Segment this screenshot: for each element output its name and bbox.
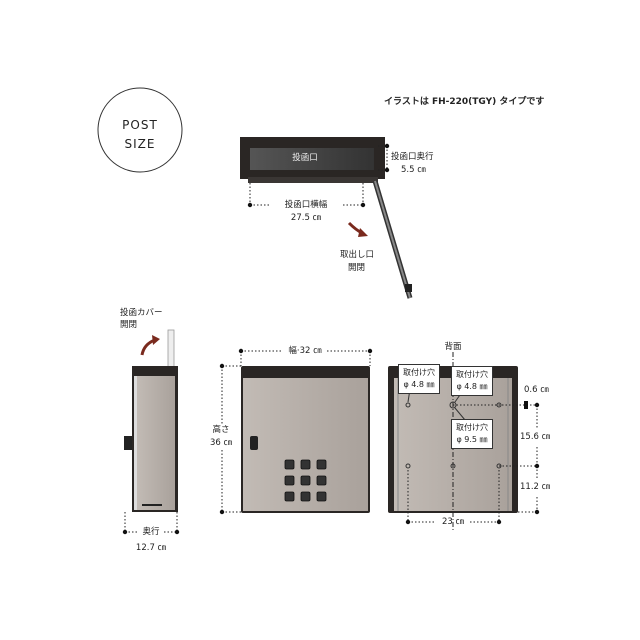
side-depth-label: 奥行	[142, 527, 160, 537]
door-label-2: 開閉	[348, 263, 366, 273]
front-view	[219, 348, 373, 515]
dim-mid: 15.6 ㎝	[520, 432, 551, 442]
keypad-button	[284, 475, 295, 486]
illustration-caption: イラストは FH-220(TGY) タイプです	[384, 97, 545, 107]
back-view-title: 背面	[444, 342, 462, 352]
cover-label-2: 開閉	[120, 320, 138, 330]
cover-label-1: 投函カバー	[120, 308, 163, 318]
dim-width: 23 ㎝	[441, 517, 465, 527]
front-height-label: 高さ	[212, 425, 230, 435]
badge-line-1: POST	[122, 118, 158, 132]
slot-label: 投函口	[292, 153, 318, 163]
keypad-button	[316, 491, 327, 502]
hole-a-label: 取付け穴	[403, 368, 435, 377]
slot-depth-label: 投函口奥行	[391, 152, 434, 162]
top-view	[240, 137, 413, 299]
side-depth-value: 12.7 ㎝	[135, 543, 167, 553]
slot-width-value: 27.5 ㎝	[290, 213, 322, 223]
mount-hole	[496, 463, 502, 469]
mount-hole	[405, 463, 411, 469]
mount-hole	[405, 402, 411, 408]
post-size-badge	[97, 87, 183, 173]
callout-hole-b: 取付け穴 φ 4.8 ㎜	[451, 366, 493, 396]
mount-hole	[496, 402, 502, 408]
callout-hole-c: 取付け穴 φ 9.5 ㎜	[451, 419, 493, 449]
callout-hole-a: 取付け穴 φ 4.8 ㎜	[398, 364, 440, 394]
badge-line-2: SIZE	[124, 137, 156, 151]
keypad-button	[316, 475, 327, 486]
keypad-button	[300, 459, 311, 470]
slot-depth-value: 5.5 ㎝	[401, 165, 426, 175]
keypad	[284, 459, 327, 502]
hole-c-size: φ 9.5 ㎜	[456, 435, 488, 444]
keypad-button	[284, 491, 295, 502]
keypad-button	[316, 459, 327, 470]
hole-b-size: φ 4.8 ㎜	[456, 382, 488, 391]
keypad-button	[300, 491, 311, 502]
hole-a-size: φ 4.8 ㎜	[403, 380, 435, 389]
slot-width-label: 投函口横幅	[284, 200, 328, 210]
dim-bottom: 11.2 ㎝	[520, 482, 551, 492]
hole-b-label: 取付け穴	[456, 370, 488, 379]
side-view	[122, 329, 180, 535]
door-label-1: 取出し口	[340, 250, 375, 260]
mount-hole	[449, 401, 457, 409]
keypad-button	[284, 459, 295, 470]
hole-c-label: 取付け穴	[456, 423, 488, 432]
front-height-value: 36 ㎝	[209, 438, 233, 448]
keypad-button	[300, 475, 311, 486]
front-width-label: 幅·32 ㎝	[288, 346, 322, 356]
mount-hole	[450, 463, 456, 469]
dim-top: 0.6 ㎝	[524, 385, 549, 395]
